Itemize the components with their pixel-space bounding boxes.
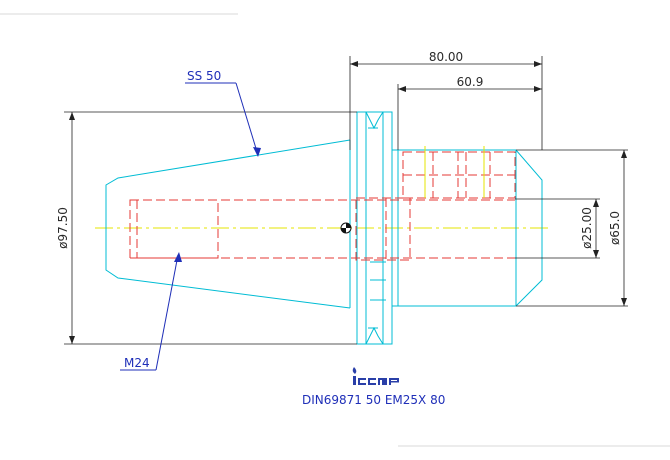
taper-callout-leader bbox=[185, 82, 259, 156]
hidden-internal-features bbox=[129, 151, 516, 261]
dimension-lines bbox=[64, 56, 628, 345]
callout-thread: M24 bbox=[124, 356, 150, 370]
nose-body-outline bbox=[392, 149, 543, 307]
nose-bore-centerlines bbox=[424, 146, 485, 198]
flange-outline bbox=[356, 111, 393, 345]
dim-inner-length: 60.9 bbox=[457, 75, 484, 89]
thread-callout-arrow bbox=[174, 252, 182, 262]
tool-designation: DIN69871 50 EM25X 80 bbox=[302, 393, 445, 407]
origin-marker bbox=[340, 222, 352, 234]
dim-overall-length: 80.00 bbox=[429, 50, 463, 64]
dimension-arrowheads bbox=[69, 61, 627, 344]
iscar-logo bbox=[352, 367, 399, 385]
taper-callout-arrow bbox=[253, 147, 261, 157]
dim-bore-diameter: ø25.00 bbox=[580, 207, 594, 249]
dim-nose-diameter: ø65.0 bbox=[608, 211, 622, 245]
dim-flange-diameter: ø97.50 bbox=[56, 207, 70, 249]
callout-taper: SS 50 bbox=[187, 69, 221, 83]
thread-callout-leader bbox=[120, 254, 179, 371]
taper-shank-outline bbox=[105, 139, 351, 309]
